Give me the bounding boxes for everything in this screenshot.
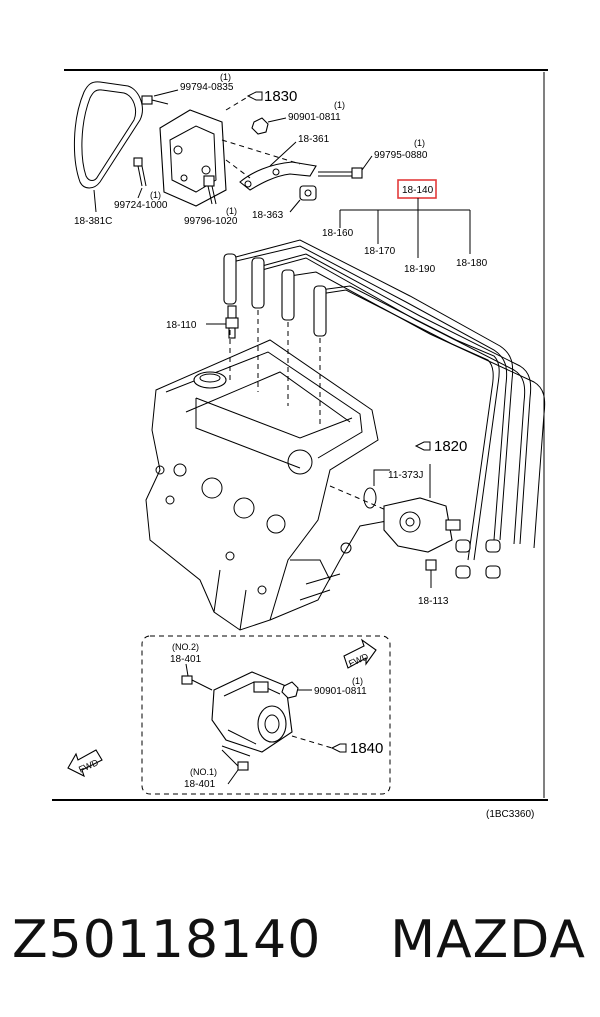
label-18-361: 18-361 [298,134,330,145]
label-11-373j: 11-373J [388,470,423,481]
qty-90901-0811-top: (1) [334,100,345,110]
adjusting-bar-18-361[interactable] [239,161,317,191]
label-18-113: 18-113 [418,596,449,607]
starter-group-box [141,635,391,795]
bolt-99796-1020[interactable] [203,175,217,205]
label-18-160: 18-160 [322,228,354,239]
label-18-170: 18-170 [364,246,396,257]
qty-99795-0880: (1) [414,138,425,148]
label-18-363: 18-363 [252,210,284,221]
label-1830: 1830 [264,88,297,105]
label-18-180: 18-180 [456,258,488,269]
nut-90901-0811[interactable] [251,117,269,135]
spacer-18-363[interactable] [299,185,317,201]
fwd-arrow-bottom: FWD [67,749,103,778]
bolt-99724-1000[interactable] [133,157,147,187]
o-ring-11-373j[interactable] [363,487,377,509]
drive-belt[interactable] [73,81,143,189]
starter-motor[interactable] [211,671,293,757]
label-18-401-top: 18-401 [170,654,202,665]
alternator-bracket[interactable] [159,109,227,207]
label-no2: (NO.2) [172,642,199,652]
bolt-18-401-no1[interactable] [221,749,249,771]
label-90901-0811-bottom: 90901-0811 [314,686,367,697]
distributor[interactable] [383,497,501,579]
engine-block[interactable] [145,339,393,631]
highlight-box-18-140 [397,179,437,199]
label-18-110: 18-110 [166,320,197,331]
part-caption: Z50118140 MAZDA [0,895,600,985]
ref-arrow-1820[interactable]: 1820 [414,438,467,455]
nut-90901-0811-bottom[interactable] [281,681,299,699]
label-18-140[interactable]: 18-140 [402,185,434,196]
label-99795-0880: 99795-0880 [374,150,428,161]
diagram-ref-code: (1BC3360) [486,809,534,820]
plug-boots[interactable] [223,253,327,337]
qty-90901-0811-bottom: (1) [352,676,363,686]
label-99794-0835: 99794-0835 [180,82,234,93]
bolt-18-401-no2[interactable] [181,675,213,691]
parts-diagram: 18-381C 99794-0835 (1) 1830 90901-0811 (… [52,69,548,820]
spark-plug-18-110[interactable] [225,305,239,339]
belt-leader [93,189,97,213]
qty-99724-1000: (1) [150,190,161,200]
bolt-99794-0835[interactable] [141,95,169,105]
label-99724-1000: 99724-1000 [114,200,168,211]
qty-99796-1020: (1) [226,206,237,216]
part-number: Z50118140 [12,910,322,970]
label-18-381c: 18-381C [74,216,112,227]
label-90901-0811-top: 90901-0811 [288,112,341,123]
ref-arrow-1830[interactable]: 1830 [246,88,297,105]
ignition-wires[interactable] [231,239,546,561]
brand-name: MAZDA [390,910,586,970]
label-1820: 1820 [434,438,467,455]
label-no1: (NO.1) [190,767,217,777]
label-99796-1020: 99796-1020 [184,216,238,227]
qty-99794-0835: (1) [220,72,231,82]
ref-arrow-1840[interactable]: 1840 [330,740,383,757]
bolt-99795-0880[interactable] [318,167,363,179]
label-18-190: 18-190 [404,264,436,275]
label-1840: 1840 [350,740,383,757]
fwd-arrow-top: FWD [343,638,377,669]
label-18-401-bottom: 18-401 [184,779,216,790]
bolt-18-113[interactable] [425,559,437,588]
